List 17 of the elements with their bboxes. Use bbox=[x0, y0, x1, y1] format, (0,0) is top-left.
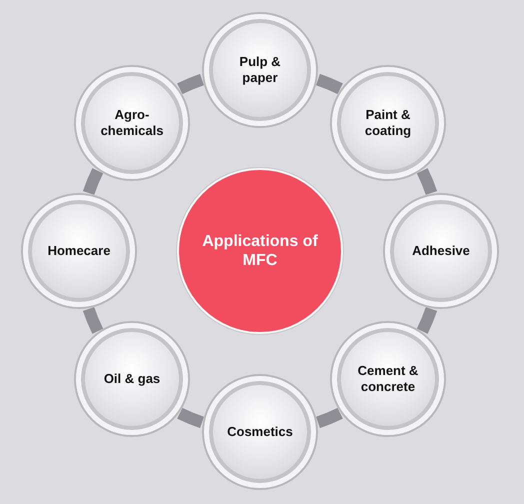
connector-band bbox=[177, 74, 204, 94]
application-label: Oil & gas bbox=[102, 370, 162, 387]
connector-band bbox=[416, 168, 438, 196]
connector-band bbox=[316, 74, 343, 94]
connector-band bbox=[82, 306, 104, 334]
application-label: Adhesive bbox=[411, 243, 471, 259]
application-label: Homecare bbox=[46, 243, 112, 259]
application-label: Pulp & paper bbox=[238, 54, 282, 86]
center-title: Applications of MFC bbox=[201, 232, 319, 270]
connector-band bbox=[316, 408, 343, 428]
application-label: Cosmetics bbox=[226, 424, 294, 440]
connector-band bbox=[177, 408, 204, 428]
application-label: Paint & coating bbox=[364, 107, 412, 139]
application-label: Cement & concrete bbox=[356, 362, 420, 395]
connector-band bbox=[82, 168, 104, 196]
application-label: Agro- chemicals bbox=[100, 107, 164, 139]
connector-band bbox=[416, 306, 438, 334]
